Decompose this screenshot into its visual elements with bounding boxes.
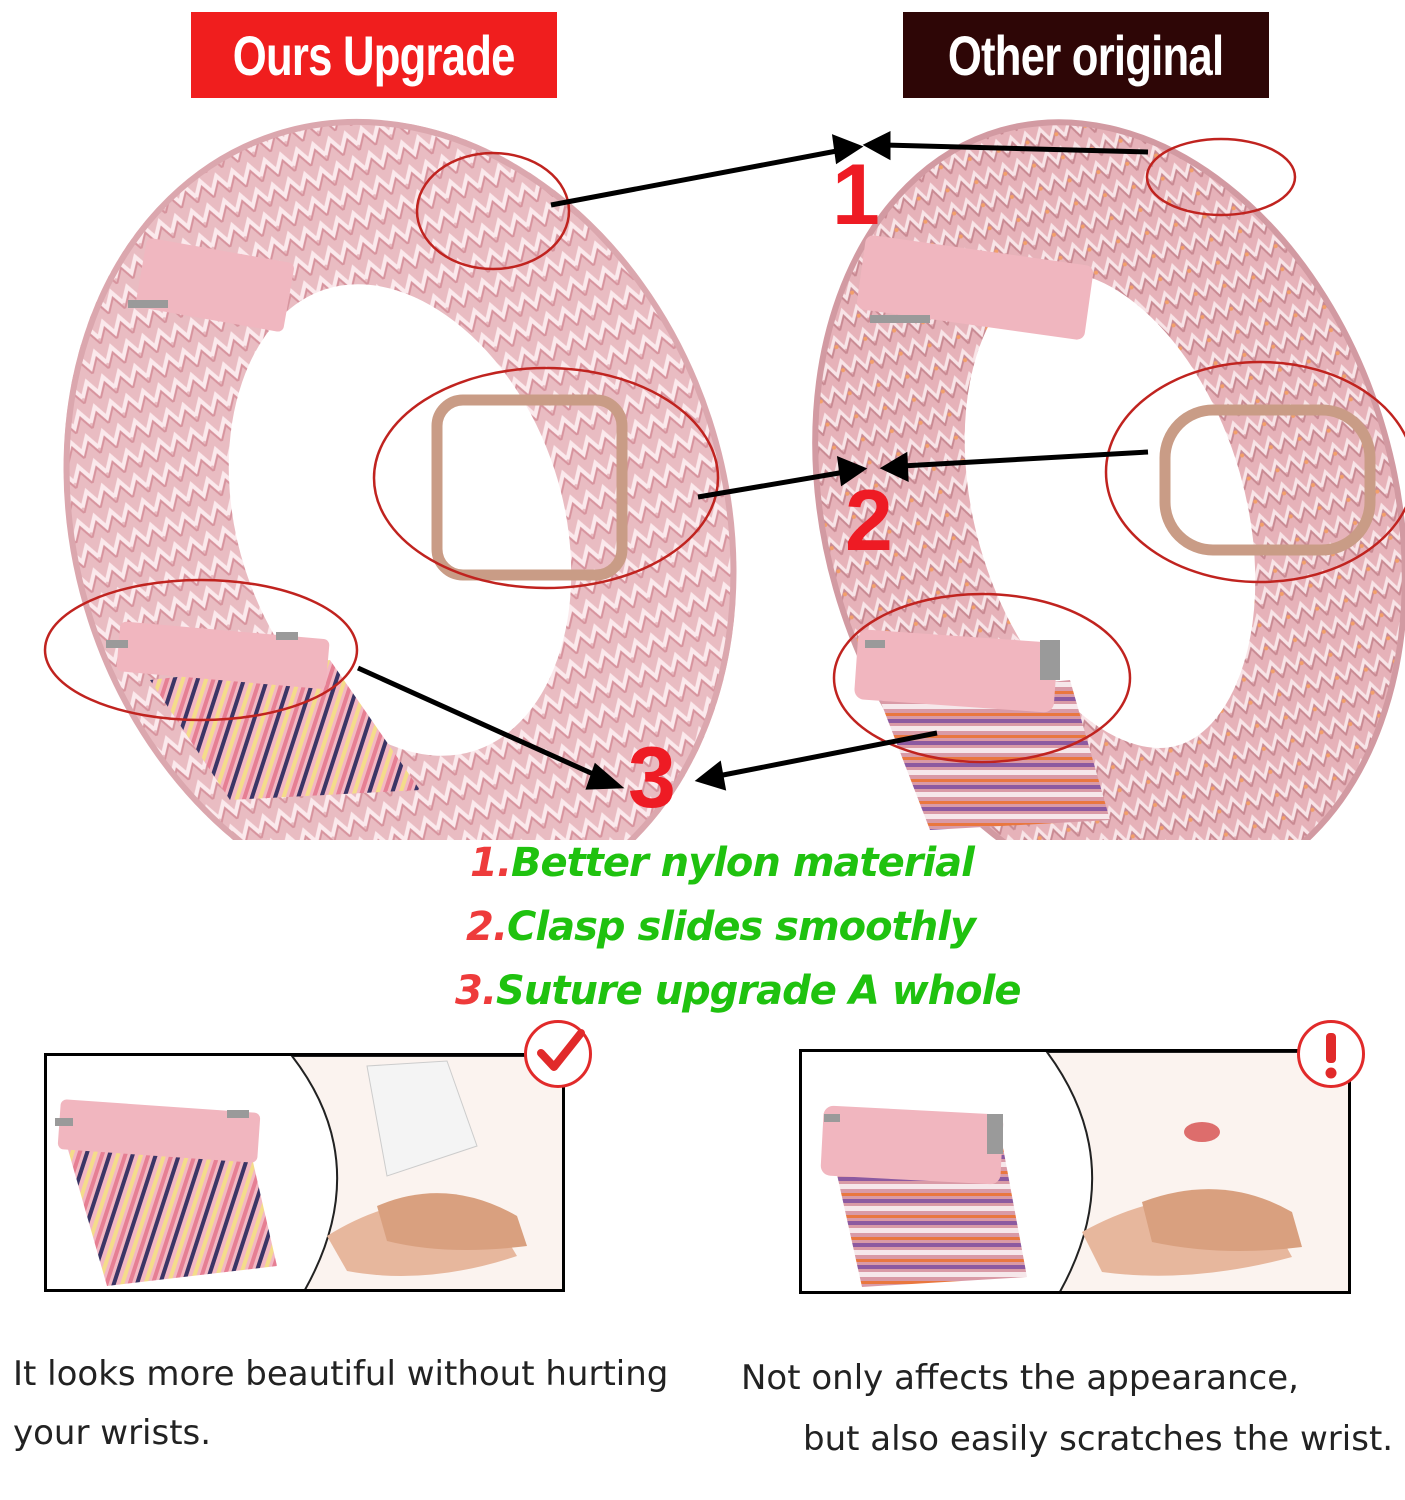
caption-ours-line2: your wrists.	[13, 1413, 212, 1453]
checkmark-badge	[524, 1020, 592, 1088]
comparison-arrows	[356, 130, 1149, 791]
band-comparison-illustration	[43, 118, 1405, 840]
feature-text: Suture upgrade A whole	[496, 968, 1021, 1014]
caption-other-line2: but also easily scratches the wrist.	[803, 1419, 1394, 1459]
feature-number: 1.	[470, 840, 512, 886]
feature-item-2: 2.Clasp slides smoothly	[466, 904, 976, 950]
marker-1: 1	[832, 147, 880, 243]
right-band	[812, 119, 1405, 840]
header-other-original-text: Other original	[948, 23, 1224, 87]
warning-badge	[1297, 1020, 1365, 1088]
panel-ours-wrist	[44, 1053, 565, 1292]
caption-ours-line1: It looks more beautiful without hurting	[13, 1354, 669, 1394]
checkmark-icon	[537, 1029, 585, 1071]
feature-item-1: 1.Better nylon material	[470, 840, 975, 886]
panel-other-wrist	[799, 1049, 1351, 1294]
highlight-circles	[43, 137, 1405, 764]
feature-text: Clasp slides smoothly	[507, 904, 976, 950]
exclamation-icon	[1325, 1033, 1337, 1079]
caption-other-line1: Not only affects the appearance,	[741, 1358, 1299, 1398]
marker-3: 3	[628, 730, 676, 826]
feature-number: 3.	[455, 968, 497, 1014]
ours-wrist-illustration	[55, 1056, 562, 1289]
marker-2: 2	[845, 473, 893, 569]
header-ours-upgrade: Ours Upgrade	[191, 12, 557, 98]
other-wrist-illustration	[820, 1052, 1348, 1291]
feature-text: Better nylon material	[511, 840, 975, 886]
header-other-original: Other original	[903, 12, 1269, 98]
feature-number: 2.	[466, 904, 508, 950]
header-ours-upgrade-text: Ours Upgrade	[233, 23, 516, 87]
feature-item-3: 3.Suture upgrade A whole	[455, 968, 1021, 1014]
left-band	[63, 118, 737, 840]
